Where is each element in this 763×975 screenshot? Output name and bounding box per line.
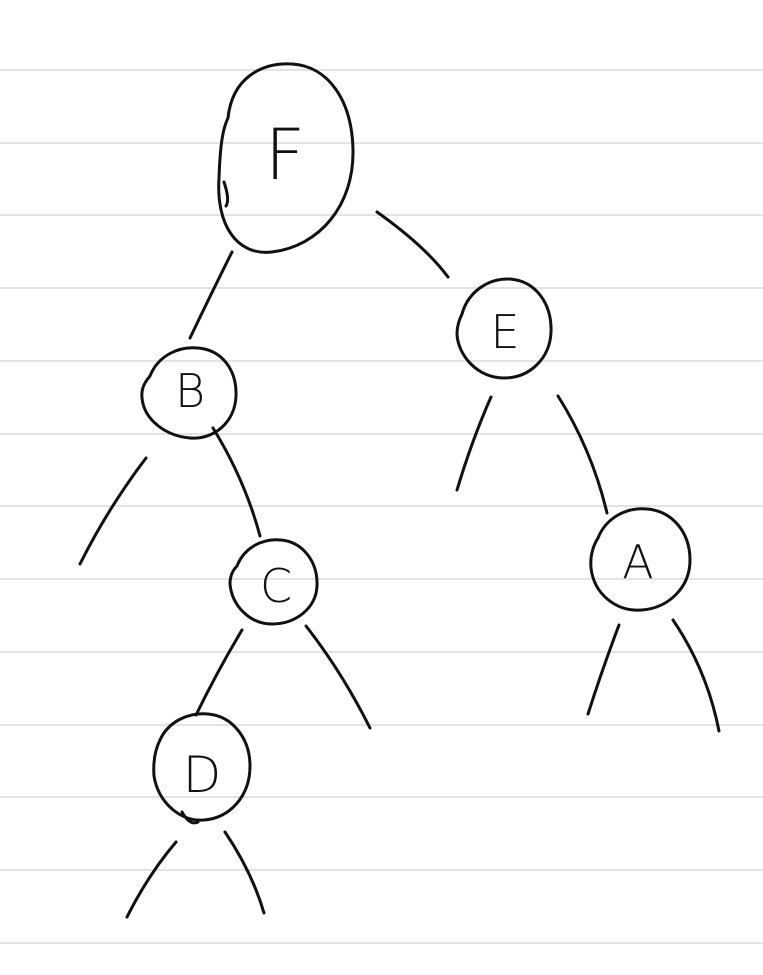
node-circle [589, 507, 692, 612]
stub-e-left [455, 395, 493, 492]
null-child-stubs [78, 395, 721, 919]
edge-f-b [188, 250, 234, 340]
stub-a-right [671, 618, 721, 733]
node-circle [152, 712, 252, 822]
stub-d-left [125, 840, 178, 919]
stub-c-right [304, 624, 372, 730]
node-circle [217, 62, 355, 254]
ruled-lines [0, 69, 763, 944]
edge-f-e [375, 210, 450, 279]
node-circle-overstroke [180, 810, 200, 825]
tree-node-a: A [589, 507, 692, 612]
edge-c-d [194, 628, 244, 717]
tree-node-c: C [228, 538, 319, 626]
stub-d-right [223, 830, 266, 915]
node-label-b: B [175, 364, 205, 418]
tree-node-d: D [152, 712, 252, 825]
node-circle [455, 277, 553, 380]
tree-node-b: B [140, 346, 238, 440]
tree-node-f: F [217, 62, 355, 254]
node-circle-overstroke [222, 180, 230, 208]
stub-b-left [78, 456, 148, 566]
edge-b-c [211, 426, 262, 538]
node-label-d: D [183, 746, 222, 804]
tree-node-e: E [455, 277, 553, 380]
node-circle [228, 538, 319, 626]
tree-edges [188, 210, 609, 717]
edge-e-a [556, 394, 609, 515]
node-label-e: E [490, 305, 519, 359]
node-label-a: A [622, 535, 653, 589]
node-label-f: F [265, 114, 305, 196]
node-label-c: C [260, 559, 292, 613]
stub-a-left [586, 623, 621, 716]
node-circle [140, 346, 238, 440]
